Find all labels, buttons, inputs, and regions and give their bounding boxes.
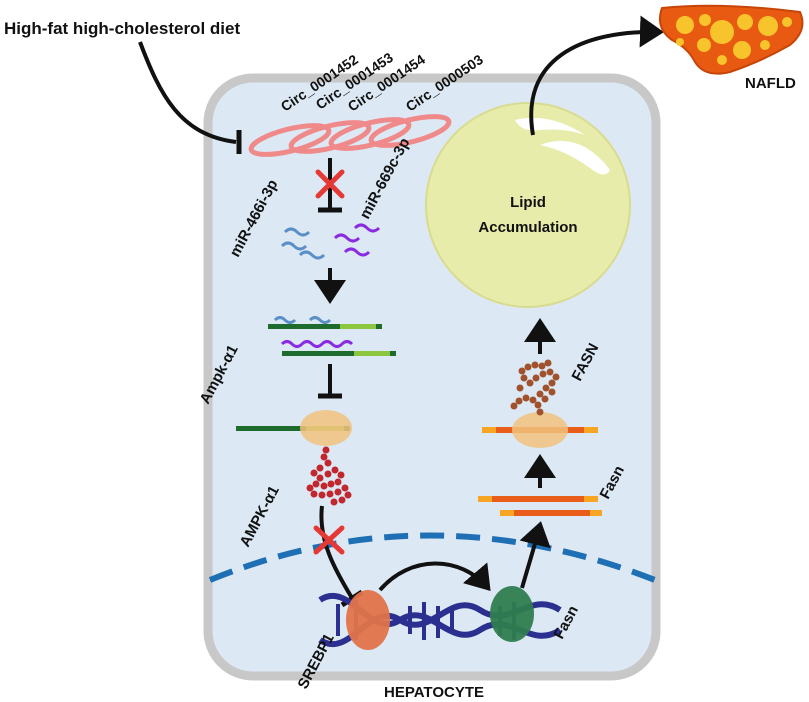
diet-label: High-fat high-cholesterol diet [4, 19, 240, 38]
lipid-droplet: Lipid Accumulation [425, 102, 631, 308]
block-x-icon-bottom [313, 525, 345, 555]
srebp1-to-fasn-arrow [378, 561, 491, 592]
lipid-to-nafld-arrow [529, 15, 664, 136]
ampk-protein [306, 446, 352, 506]
nucleus-membrane [208, 532, 656, 585]
fasn-translation [482, 412, 598, 448]
lipid-label-line1: Lipid [510, 194, 546, 211]
diet-inhibition-line [138, 41, 237, 144]
circrna-loops [248, 114, 452, 157]
srebp1-marker [346, 590, 390, 650]
fasn-transcription-arrow [519, 521, 551, 589]
fasn-mrna [478, 496, 602, 516]
ampk-srebp1-inhibition-line [319, 505, 354, 600]
cell-label: HEPATOCYTE [384, 684, 484, 701]
fasn-protein [510, 359, 560, 416]
ampk-mrna-bound [268, 316, 396, 356]
liver-icon [659, 4, 804, 75]
ampk-translation [236, 410, 352, 446]
mirna-squiggles-purple [333, 223, 381, 257]
mirna-squiggles-blue [280, 227, 326, 260]
lipid-label-line2: Accumulation [478, 219, 577, 236]
block-x-icon-top [315, 169, 345, 199]
nafld-label: NAFLD [745, 75, 796, 92]
fasn-gene-marker [490, 586, 534, 642]
